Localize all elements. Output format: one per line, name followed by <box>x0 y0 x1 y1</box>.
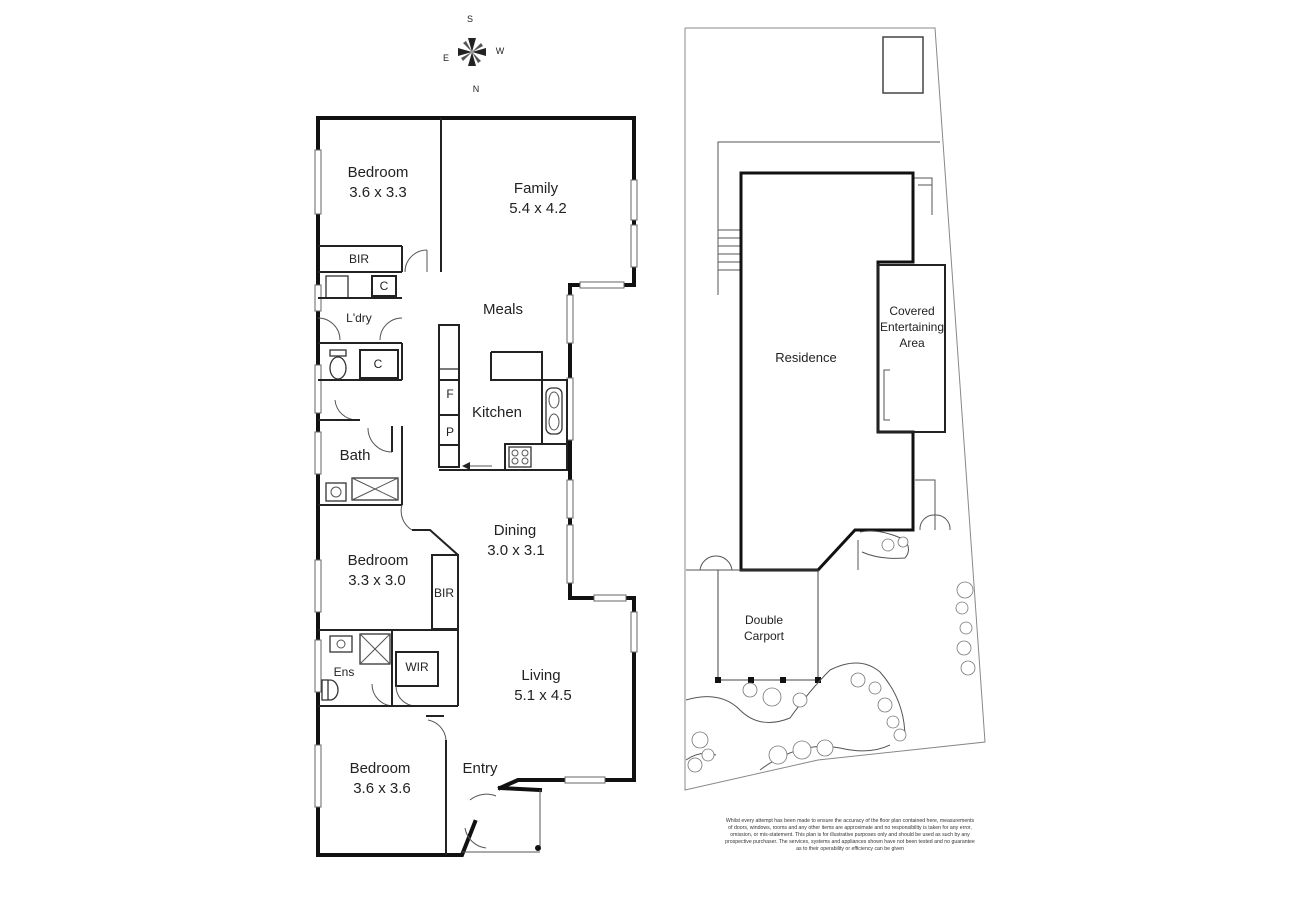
disclaimer-line-4: prospective purchaser. The services, sys… <box>725 839 975 845</box>
living-size: 5.1 x 4.5 <box>514 687 572 704</box>
carport-label-2: Carport <box>744 629 785 643</box>
compass-south: S <box>467 14 473 24</box>
bedroom3-size: 3.6 x 3.6 <box>353 780 411 797</box>
compass-rose: S E W N <box>443 14 505 94</box>
kitchen-label: Kitchen <box>472 404 522 421</box>
compass-north: N <box>473 84 480 94</box>
room-labels: Bedroom 3.6 x 3.3 Family 5.4 x 4.2 BIR C… <box>334 164 572 797</box>
c1-label: C <box>380 279 389 293</box>
laundry-label: L'dry <box>346 311 372 325</box>
disclaimer-line-5: as to their operability or efficiency ca… <box>796 846 904 852</box>
pantry-label: P <box>446 425 454 439</box>
bir2-label: BIR <box>434 586 454 600</box>
bedroom3-label: Bedroom <box>350 760 411 777</box>
dining-label: Dining <box>494 522 537 539</box>
bir1-label: BIR <box>349 252 369 266</box>
garden-shrubs <box>687 536 976 773</box>
ens-label: Ens <box>334 665 355 679</box>
family-size: 5.4 x 4.2 <box>509 200 567 217</box>
covered-label-2: Entertaining <box>880 320 944 334</box>
compass-east: E <box>443 53 449 63</box>
covered-label-1: Covered <box>889 304 934 318</box>
living-label: Living <box>521 667 560 684</box>
bedroom2-label: Bedroom <box>348 552 409 569</box>
bath-label: Bath <box>340 447 371 464</box>
disclaimer-line-3: omission, or mis-statement. This plan is… <box>730 832 970 838</box>
bedroom1-label: Bedroom <box>348 164 409 181</box>
carport-label-1: Double <box>745 613 783 627</box>
family-label: Family <box>514 180 559 197</box>
covered-label-3: Area <box>899 336 925 350</box>
disclaimer: Whilst every attempt has been made to en… <box>725 818 975 852</box>
dining-size: 3.0 x 3.1 <box>487 542 545 559</box>
disclaimer-line-2: of doors, windows, rooms and any other i… <box>728 825 972 831</box>
fridge-label: F <box>446 387 453 401</box>
residence-label: Residence <box>775 350 836 365</box>
disclaimer-line-1: Whilst every attempt has been made to en… <box>726 818 975 824</box>
wir-label: WIR <box>405 660 429 674</box>
entry-label: Entry <box>462 760 498 777</box>
compass-west: W <box>496 46 505 56</box>
site-plan <box>684 27 986 791</box>
outer-walls <box>316 116 636 857</box>
site-labels: Residence Covered Entertaining Area Doub… <box>744 304 944 643</box>
c2-label: C <box>374 357 383 371</box>
meals-label: Meals <box>483 301 523 318</box>
interior-walls <box>317 118 568 855</box>
bedroom1-size: 3.6 x 3.3 <box>349 184 407 201</box>
bedroom2-size: 3.3 x 3.0 <box>348 572 406 589</box>
